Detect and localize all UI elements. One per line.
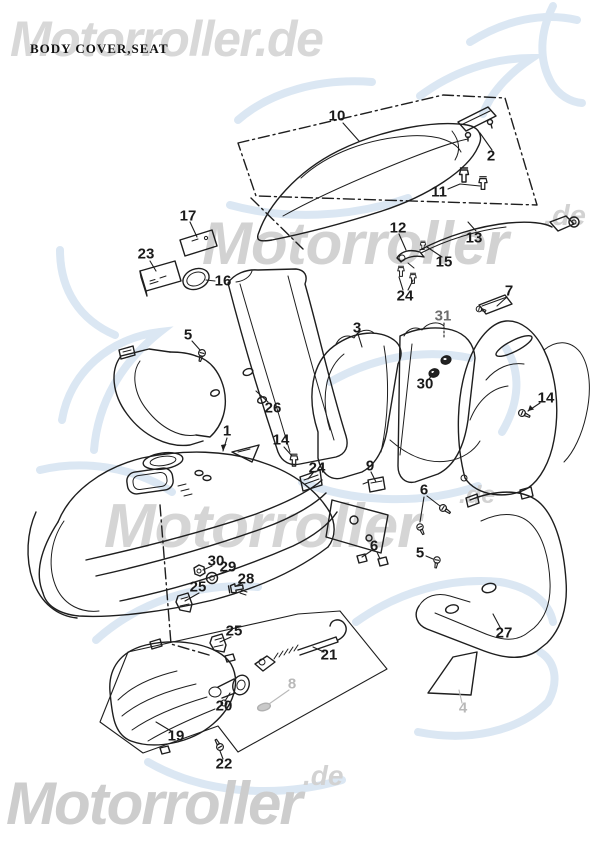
part-label-31: 31 <box>434 307 452 325</box>
part-29-washer <box>205 571 219 585</box>
part-13-cable <box>419 215 580 254</box>
part-label-7: 7 <box>504 282 514 300</box>
part-12-seat-lock <box>396 249 425 269</box>
part-label-30: 30 <box>207 552 225 570</box>
part-label-14: 14 <box>537 389 555 407</box>
part-label-10: 10 <box>328 107 346 125</box>
part-label-4: 4 <box>458 699 468 717</box>
page-title: BODY COVER,SEAT <box>30 41 169 56</box>
part-label-13: 13 <box>465 229 483 247</box>
part-label-23: 23 <box>137 245 155 263</box>
part-31-panel <box>389 322 481 484</box>
part-label-20: 20 <box>215 697 233 715</box>
part-label-26: 26 <box>264 399 282 417</box>
part-label-6: 6 <box>419 481 429 499</box>
watermark-brand-bottom: Motorroller <box>6 770 303 837</box>
part-21-latch-rod <box>254 619 347 672</box>
part-label-11: 11 <box>431 183 447 201</box>
part-label-14: 14 <box>272 431 290 449</box>
part-label-15: 15 <box>435 253 453 271</box>
watermark-tld-bottom: .de <box>303 760 344 791</box>
watermark-brand-top: Motorroller.de <box>10 11 324 67</box>
part-label-19: 19 <box>167 727 185 745</box>
part-label-5: 5 <box>415 544 425 562</box>
watermark-brand-lower: Motorroller <box>104 492 421 561</box>
part-8-bulb <box>256 702 272 712</box>
part-24-bracket <box>299 469 323 492</box>
part-label-24: 24 <box>308 459 326 477</box>
part-28-bolt <box>227 581 248 596</box>
part-label-17: 17 <box>179 207 197 225</box>
part-4-panel <box>427 651 478 696</box>
part-label-8: 8 <box>287 675 297 693</box>
part-label-2: 2 <box>486 147 496 165</box>
part-label-30: 30 <box>416 375 434 393</box>
part-23-label <box>139 260 182 297</box>
part-label-24: 24 <box>396 287 414 305</box>
leader-lines <box>149 122 541 760</box>
part-label-27: 27 <box>495 624 513 642</box>
part-16-ring <box>182 267 210 291</box>
part-label-25: 25 <box>225 622 243 640</box>
part-25-bracket <box>175 592 227 653</box>
part-label-12: 12 <box>389 219 407 237</box>
part-label-21: 21 <box>320 646 338 664</box>
watermark-brand-middle: Motorroller <box>202 210 509 277</box>
part-label-5: 5 <box>183 326 193 344</box>
seat-assembly-boundary <box>237 94 538 206</box>
part-30-nut <box>193 564 206 577</box>
part-19-taillight <box>109 638 237 755</box>
part-label-25: 25 <box>189 578 207 596</box>
part-27-lower-cover <box>415 486 568 659</box>
part-10-seat <box>256 122 482 242</box>
part-label-3: 3 <box>352 319 362 337</box>
part-label-16: 16 <box>214 272 232 290</box>
part-label-29: 29 <box>219 558 237 576</box>
part-26-center-cover <box>209 268 348 466</box>
part-3-side-cover <box>311 329 402 480</box>
part-1-body-cover <box>27 444 389 619</box>
part-17-label <box>179 229 218 257</box>
part-label-22: 22 <box>215 755 233 773</box>
part-label-1: 1 <box>222 422 232 440</box>
part-label-6: 6 <box>369 537 379 555</box>
part-6-clip <box>356 553 389 567</box>
left-lower-cover <box>113 345 227 447</box>
part-2-seat-bracket <box>457 106 497 142</box>
part-label-28: 28 <box>237 570 255 588</box>
part-label-9: 9 <box>365 457 375 475</box>
